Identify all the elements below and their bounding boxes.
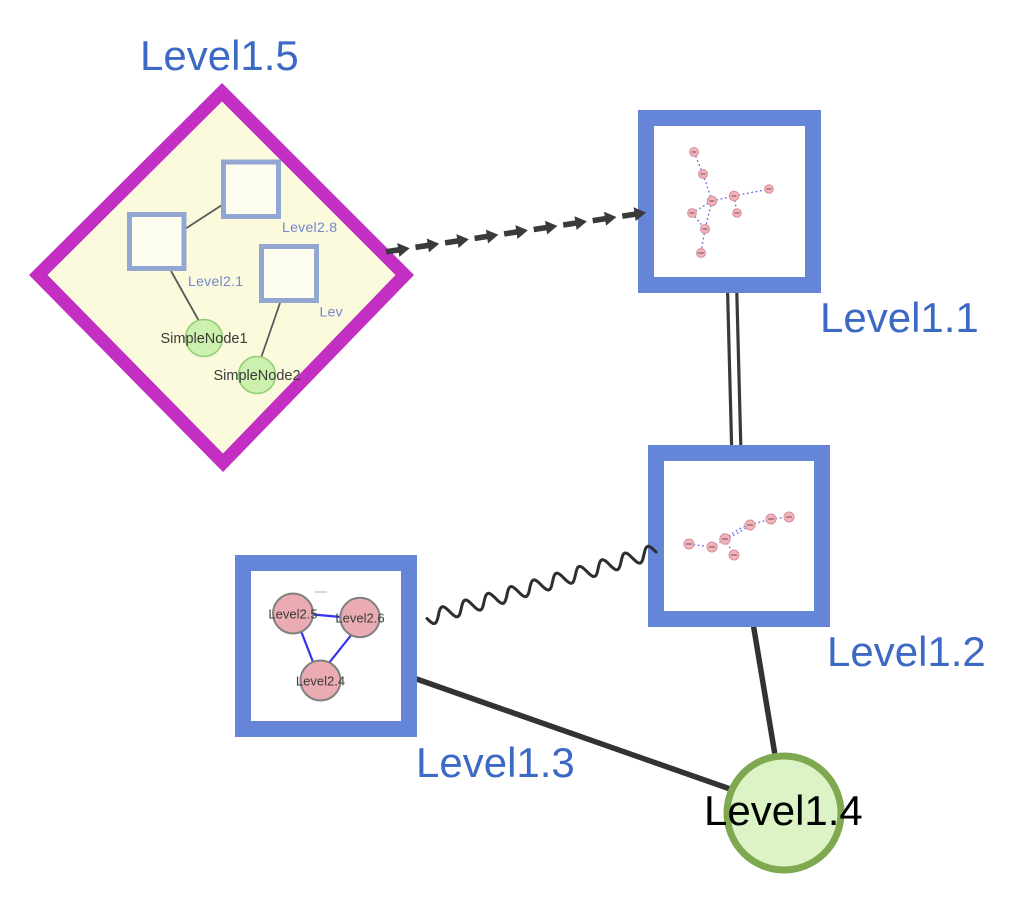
svg-text:Lev: Lev	[320, 304, 343, 320]
svg-text:SimpleNode2: SimpleNode2	[213, 368, 300, 384]
svg-text:Level1.3: Level1.3	[416, 739, 575, 786]
svg-text:SimpleNode1: SimpleNode1	[160, 331, 247, 347]
svg-text:Level1.4: Level1.4	[704, 787, 863, 834]
svg-text:Level1.2: Level1.2	[827, 628, 986, 675]
svg-text:Level2.4: Level2.4	[296, 674, 345, 689]
svg-text:Level1.1: Level1.1	[820, 294, 979, 341]
svg-text:Level2.8: Level2.8	[282, 219, 337, 235]
svg-text:Level2.6: Level2.6	[335, 611, 384, 626]
svg-text:Level2.5: Level2.5	[268, 607, 317, 622]
svg-text:Level2.1: Level2.1	[188, 273, 243, 289]
svg-text:Level1.5: Level1.5	[140, 32, 299, 79]
